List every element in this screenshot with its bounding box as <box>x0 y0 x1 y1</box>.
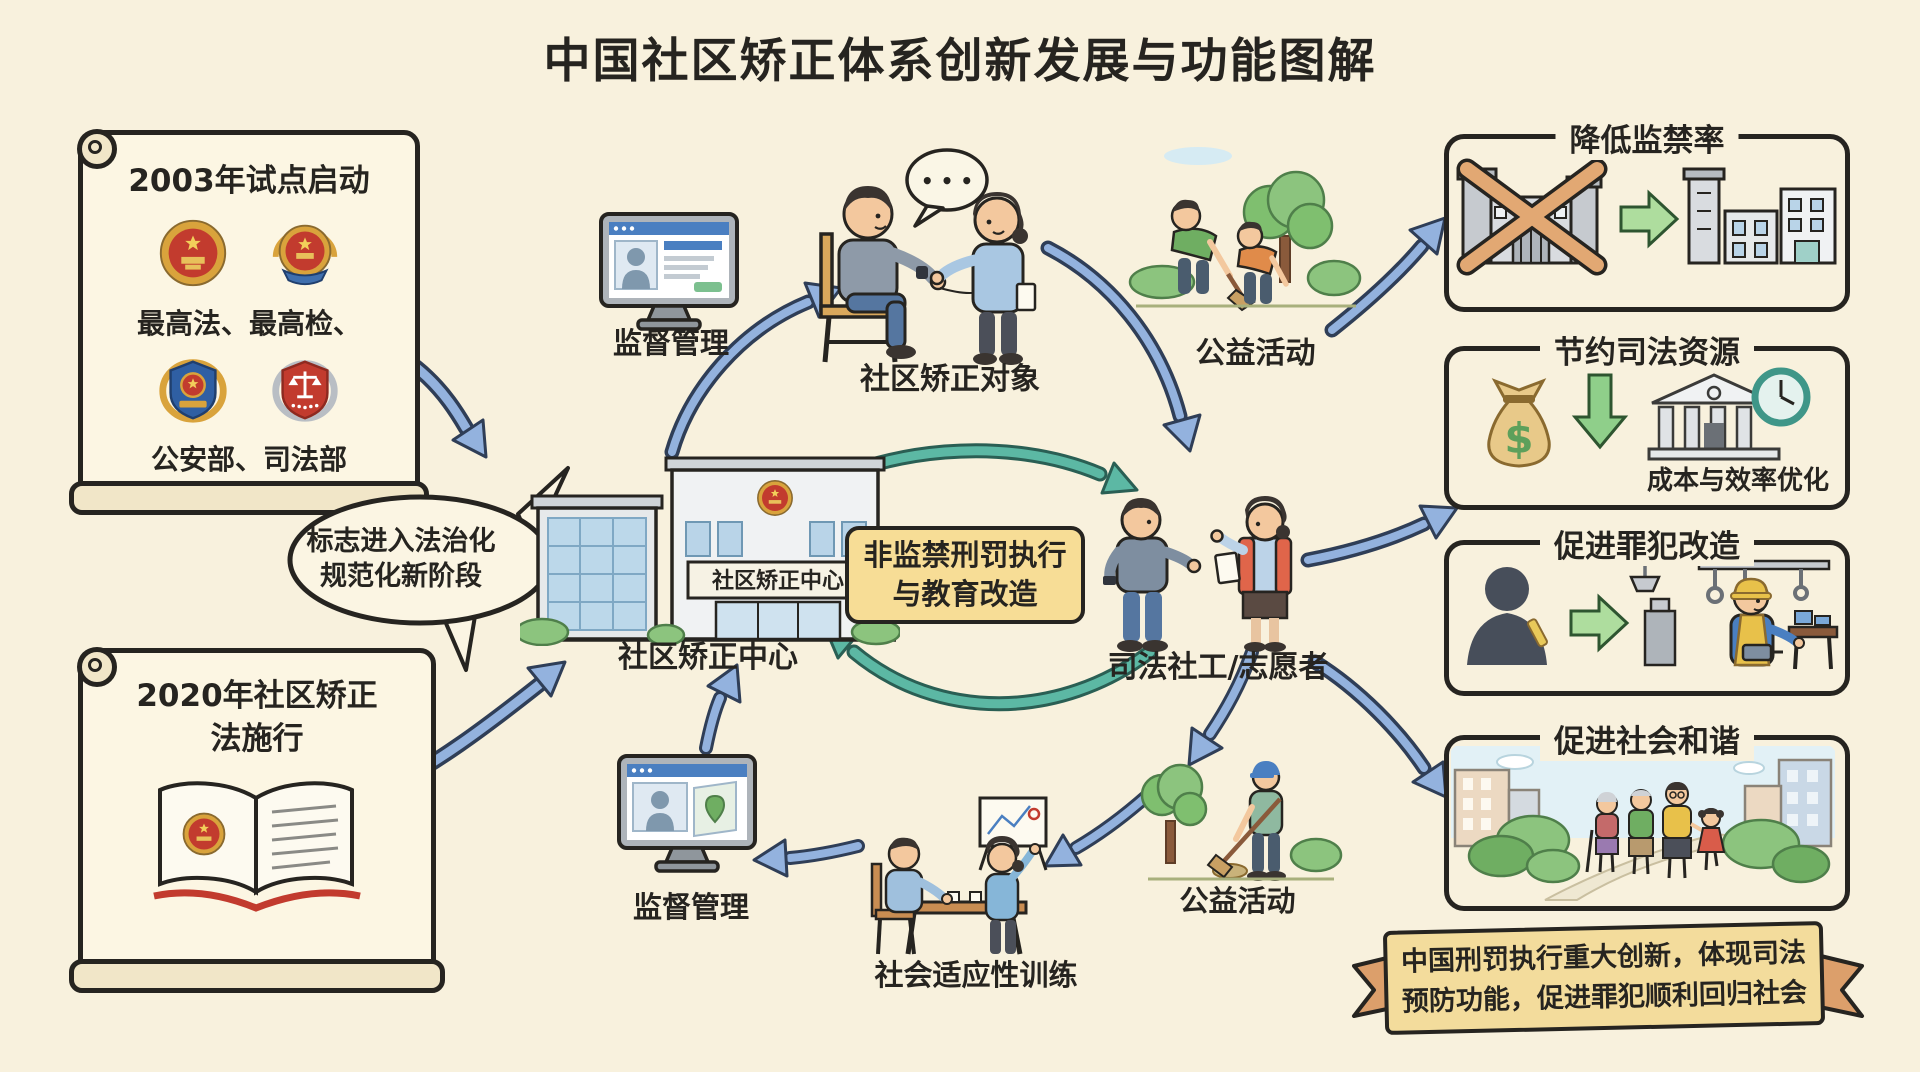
national-emblem-icon <box>757 480 793 516</box>
speech-dots: • • • <box>921 169 973 193</box>
subject-label: 社区矫正对象 <box>860 362 1040 397</box>
training-label: 社会适应性训练 <box>874 958 1078 992</box>
conclusion-banner: 中国刑罚执行重大创新，体现司法 预防功能，促进罪犯顺利回归社会 <box>1382 921 1826 1035</box>
social-worker-scene <box>1103 496 1293 652</box>
agencies-row1-label: 最高法、最高检、 <box>136 307 361 340</box>
cap-icon <box>1252 761 1280 775</box>
arrow-supervision-to-center <box>699 663 742 755</box>
scroll-2020-title: 2020年社区矫正 法施行 <box>136 678 378 758</box>
arrow-subject-to-worker <box>1040 240 1202 453</box>
national-emblem-icon <box>182 812 226 856</box>
cross-out-icon <box>1456 158 1608 276</box>
panel2-caption: 成本与效率优化 <box>1646 466 1829 496</box>
arrow-worker-to-service-bottom <box>1187 645 1259 767</box>
supervision-bottom-label: 监督管理 <box>632 890 749 924</box>
training-scene <box>870 796 1048 955</box>
worker-figure <box>1729 577 1805 667</box>
building-label: 社区矫正中心 <box>618 640 798 675</box>
volunteer-girl-figure <box>1236 221 1289 304</box>
cane-icon <box>1585 829 1594 873</box>
green-arrow-down-icon <box>1571 373 1629 450</box>
procuratorate-emblem-icon <box>272 224 338 286</box>
location-pin-icon <box>704 795 726 824</box>
panel3-illustration <box>1467 559 1839 670</box>
justice-badge-icon <box>272 360 338 422</box>
scroll-roll-icon <box>69 959 445 993</box>
law-book-illustration <box>153 781 361 912</box>
family-figures <box>1585 782 1726 879</box>
book-text-lines <box>271 804 339 870</box>
clock-icon <box>1751 367 1811 427</box>
police-badge-icon <box>159 359 227 423</box>
sweeper-figure <box>1206 761 1286 881</box>
hard-hat-icon <box>1733 577 1769 597</box>
supreme-court-emblem-icon <box>159 219 227 287</box>
emblem-row-2 <box>83 350 415 428</box>
dollar-icon: $ <box>1504 414 1533 463</box>
scroll-2003-title: 2003年试点启动 <box>128 163 370 199</box>
volunteer-figure <box>1210 496 1293 652</box>
greenery-icon <box>1467 814 1831 884</box>
benefit-panel-save-resources: 节约司法资源 $ <box>1444 327 1850 510</box>
emblem-row-1 <box>83 214 415 292</box>
scroll-curl-icon <box>77 129 117 169</box>
trainer-figure <box>984 836 1041 954</box>
offender-figure <box>837 186 988 359</box>
subject-scene: • • • <box>819 148 1037 365</box>
trainee-figure <box>870 837 953 955</box>
courthouse-icon <box>1647 373 1781 461</box>
offender-silhouette-icon <box>1467 567 1548 665</box>
service-top-label: 公益活动 <box>1195 336 1316 371</box>
benefit-panel-rehabilitation: 促进罪犯改造 <box>1444 521 1850 696</box>
arrow-worker-to-panel4 <box>1307 654 1448 799</box>
panel2-illustration: $ <box>1487 367 1811 468</box>
volunteer-man-figure <box>1170 199 1256 312</box>
community-service-scene-top <box>1128 147 1362 312</box>
electronic-wristband-icon <box>916 266 928 279</box>
milestone-bubble <box>287 466 570 672</box>
electronic-wristband-icon <box>1103 576 1116 585</box>
milestone-bubble-text: 标志进入法治化 规范化新阶段 <box>306 526 496 593</box>
left-tower <box>530 494 664 641</box>
offender-figure <box>1103 498 1202 652</box>
arrow-service-to-training <box>1043 788 1155 868</box>
counselor-figure <box>929 192 1037 365</box>
green-arrow-right-icon <box>1569 593 1630 653</box>
scroll-curl-icon <box>77 647 117 687</box>
scroll-2003: 2003年试点启动 最高法、最高检、 <box>69 129 429 515</box>
building-sign: 社区矫正中心 <box>712 568 844 594</box>
worker-label: 司法社工/志愿者 <box>1107 650 1329 685</box>
community-service-scene-bottom <box>1140 761 1343 881</box>
supervision-monitor-top <box>599 212 739 331</box>
agencies-row2-label: 公安部、司法部 <box>150 443 347 476</box>
supervision-top-label: 监督管理 <box>612 326 729 360</box>
scroll-2020: 2020年社区矫正 法施行 <box>69 647 445 993</box>
benefit-panel-lower-incarceration: 降低监禁率 <box>1444 115 1850 312</box>
supervision-monitor-bottom <box>617 754 757 873</box>
green-arrow-right-icon <box>1619 189 1680 249</box>
panel1-illustration <box>1456 158 1837 276</box>
arrow-service-to-panel1 <box>1324 216 1447 338</box>
panel4-title: 促进社会和谐 <box>1540 716 1754 761</box>
shank-icon <box>1526 618 1548 648</box>
community-buildings-icon <box>1682 167 1837 265</box>
tree-icon <box>1140 763 1208 864</box>
panel4-illustration <box>1451 746 1835 901</box>
arrow-worker-to-panel3 <box>1300 504 1459 568</box>
panel3-title: 促进罪犯改造 <box>1540 521 1754 566</box>
page-title: 中国社区矫正体系创新发展与功能图解 <box>543 34 1377 89</box>
panel1-title: 降低监禁率 <box>1555 115 1739 160</box>
arrow-training-to-supervision <box>752 838 865 878</box>
building-sign-board <box>686 560 870 600</box>
main-tower: 社区矫正中心 <box>664 456 886 641</box>
speech-bubble-icon: • • • <box>905 148 989 228</box>
clipboard-icon <box>1214 551 1241 585</box>
money-bag-icon: $ <box>1487 378 1551 468</box>
core-function-box: 非监禁刑罚执行 与教育改造 <box>845 526 1085 624</box>
service-bottom-label: 公益活动 <box>1179 884 1296 918</box>
power-drill-icon <box>1741 643 1773 662</box>
benefit-panel-harmony: 促进社会和谐 <box>1444 716 1850 911</box>
correction-center-building: 社区矫正中心 <box>520 456 900 646</box>
panel2-title: 节约司法资源 <box>1540 327 1754 372</box>
